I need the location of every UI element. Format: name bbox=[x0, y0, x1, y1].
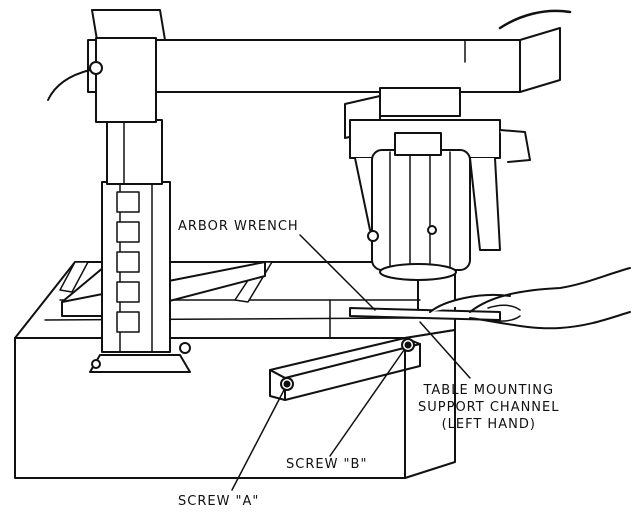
table-channel-leader bbox=[419, 321, 471, 379]
table-channel-label: TABLE MOUNTING SUPPORT CHANNEL (LEFT HAN… bbox=[418, 382, 560, 433]
radial-arm bbox=[47, 9, 572, 123]
column bbox=[89, 119, 191, 373]
table-channel-line-1: TABLE MOUNTING bbox=[423, 383, 555, 398]
screw-b-leader bbox=[329, 349, 405, 457]
arbor-wrench bbox=[349, 293, 511, 321]
hand bbox=[469, 267, 631, 330]
screw-b-label: SCREW "B" bbox=[286, 457, 368, 472]
screw-a-label: SCREW "A" bbox=[178, 494, 260, 509]
table-channel-line-3: (LEFT HAND) bbox=[441, 417, 536, 432]
motor-assembly bbox=[344, 87, 531, 313]
arbor-wrench-leader bbox=[299, 234, 376, 311]
table-channel-line-2: SUPPORT CHANNEL bbox=[418, 400, 560, 415]
arbor-wrench-label: ARBOR WRENCH bbox=[178, 219, 299, 234]
screw-a-leader bbox=[231, 389, 285, 491]
leader-lines bbox=[231, 234, 471, 491]
support-channel bbox=[269, 337, 421, 401]
